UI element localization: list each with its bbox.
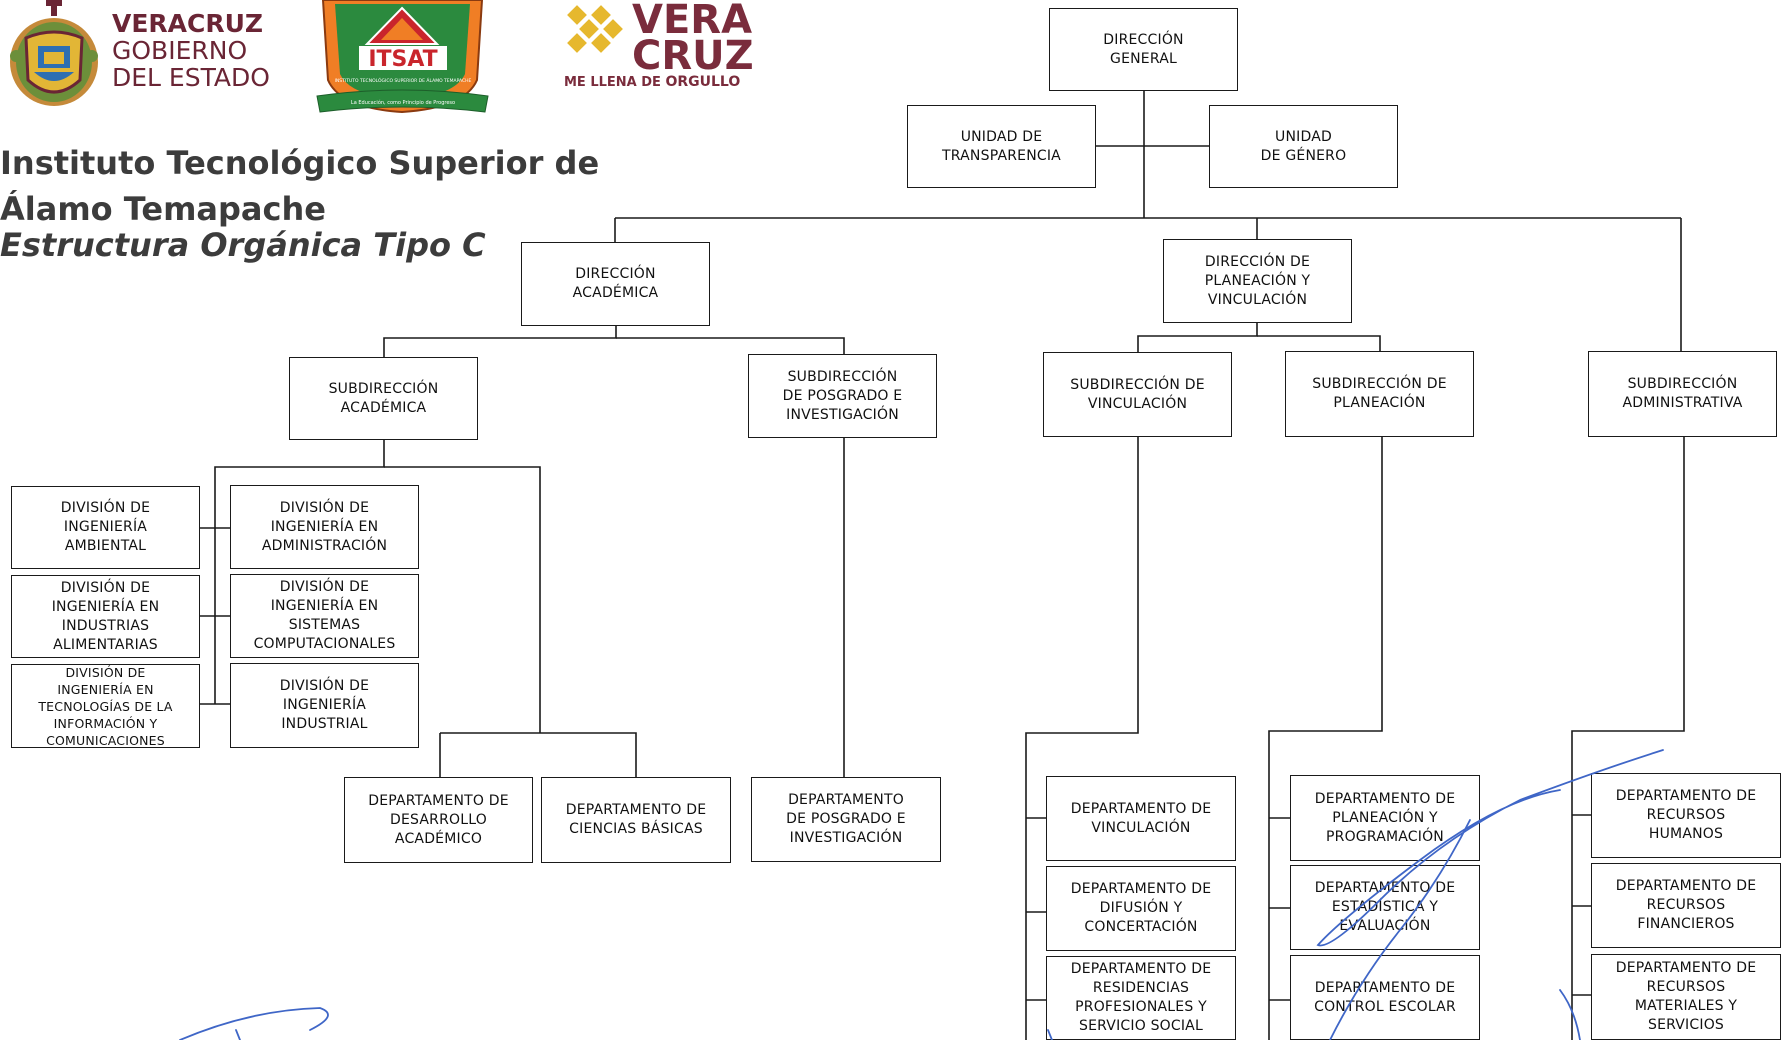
box-direccion-planeacion: DIRECCIÓN DE PLANEACIÓN Y VINCULACIÓN [1163,239,1352,323]
box-subdireccion-posgrado: SUBDIRECCIÓN DE POSGRADO E INVESTIGACIÓN [748,354,937,438]
box-direccion-academica: DIRECCIÓN ACADÉMICA [521,242,710,326]
box-depto-estadistica: DEPARTAMENTO DE ESTADÍSTICA Y EVALUACIÓN [1290,865,1480,950]
box-unidad-genero: UNIDAD DE GÉNERO [1209,105,1398,188]
veracruz-brand-text: VERA CRUZ [632,0,754,79]
page-title: Instituto Tecnológico Superior de Álamo … [0,140,599,232]
box-subdireccion-administrativa: SUBDIRECCIÓN ADMINISTRATIVA [1588,351,1777,437]
box-depto-ciencias: DEPARTAMENTO DE CIENCIAS BÁSICAS [541,777,731,863]
box-depto-planeacion: DEPARTAMENTO DE PLANEACIÓN Y PROGRAMACIÓ… [1290,775,1480,861]
box-subdireccion-academica: SUBDIRECCIÓN ACADÉMICA [289,357,478,440]
box-unidad-transparencia: UNIDAD DE TRANSPARENCIA [907,105,1096,188]
box-depto-vinculacion: DEPARTAMENTO DE VINCULACIÓN [1046,776,1236,861]
box-div-sistemas: DIVISIÓN DE INGENIERÍA EN SISTEMAS COMPU… [230,574,419,658]
veracruz-slogan: ME LLENA DE ORGULLO [564,74,740,90]
box-div-administracion: DIVISIÓN DE INGENIERÍA EN ADMINISTRACIÓN [230,485,419,569]
veracruz-coat-of-arms-icon [10,0,98,106]
box-direccion-general: DIRECCIÓN GENERAL [1049,8,1238,91]
box-subdireccion-vinculacion: SUBDIRECCIÓN DE VINCULACIÓN [1043,352,1232,437]
box-depto-control: DEPARTAMENTO DE CONTROL ESCOLAR [1290,955,1480,1040]
gov-logo-line2: GOBIERNO [112,36,248,65]
box-depto-residencias: DEPARTAMENTO DE RESIDENCIAS PROFESIONALE… [1046,956,1236,1040]
gov-logo-text: VERACRUZ GOBIERNO DEL ESTADO [112,10,270,91]
page-title-line2: Álamo Temapache [0,190,326,228]
box-div-tics: DIVISIÓN DE INGENIERÍA EN TECNOLOGÍAS DE… [11,664,200,748]
box-depto-posgrado: DEPARTAMENTO DE POSGRADO E INVESTIGACIÓN [751,777,941,862]
itsat-motto: La Educación, como Principio de Progreso [351,99,455,106]
box-subdireccion-planeacion: SUBDIRECCIÓN DE PLANEACIÓN [1285,351,1474,437]
box-depto-rm: DEPARTAMENTO DE RECURSOS MATERIALES Y SE… [1591,954,1781,1040]
itsat-acronym: ITSAT [368,47,437,72]
veracruz-brand-line1: VERA [632,0,753,43]
box-div-alimentarias: DIVISIÓN DE INGENIERÍA EN INDUSTRIAS ALI… [11,575,200,658]
veracruz-slogan-text: ME LLENA DE [564,75,661,90]
veracruz-brand-line2: CRUZ [632,33,754,79]
page-title-line1: Instituto Tecnológico Superior de [0,144,600,182]
box-div-industrial: DIVISIÓN DE INGENIERÍA INDUSTRIAL [230,663,419,748]
box-div-ambiental: DIVISIÓN DE INGENIERÍA AMBIENTAL [11,486,200,569]
itsat-caption: INSTITUTO TECNOLÓGICO SUPERIOR DE ÁLAMO … [335,77,472,84]
veracruz-slogan-accent: ORGULLO [665,74,741,90]
gov-logo-line1: VERACRUZ [112,9,264,38]
box-depto-rf: DEPARTAMENTO DE RECURSOS FINANCIEROS [1591,863,1781,948]
gov-logo-line3: DEL ESTADO [112,63,270,92]
veracruz-brand-icon [567,5,623,53]
box-depto-difusion: DEPARTAMENTO DE DIFUSIÓN Y CONCERTACIÓN [1046,866,1236,951]
page-subtitle: Estructura Orgánica Tipo C [0,226,486,264]
box-depto-desarrollo: DEPARTAMENTO DE DESARROLLO ACADÉMICO [344,777,533,863]
itsat-logo-icon: ITSAT INSTITUTO TECNOLÓGICO SUPERIOR DE … [316,0,489,114]
box-depto-rh: DEPARTAMENTO DE RECURSOS HUMANOS [1591,773,1781,858]
